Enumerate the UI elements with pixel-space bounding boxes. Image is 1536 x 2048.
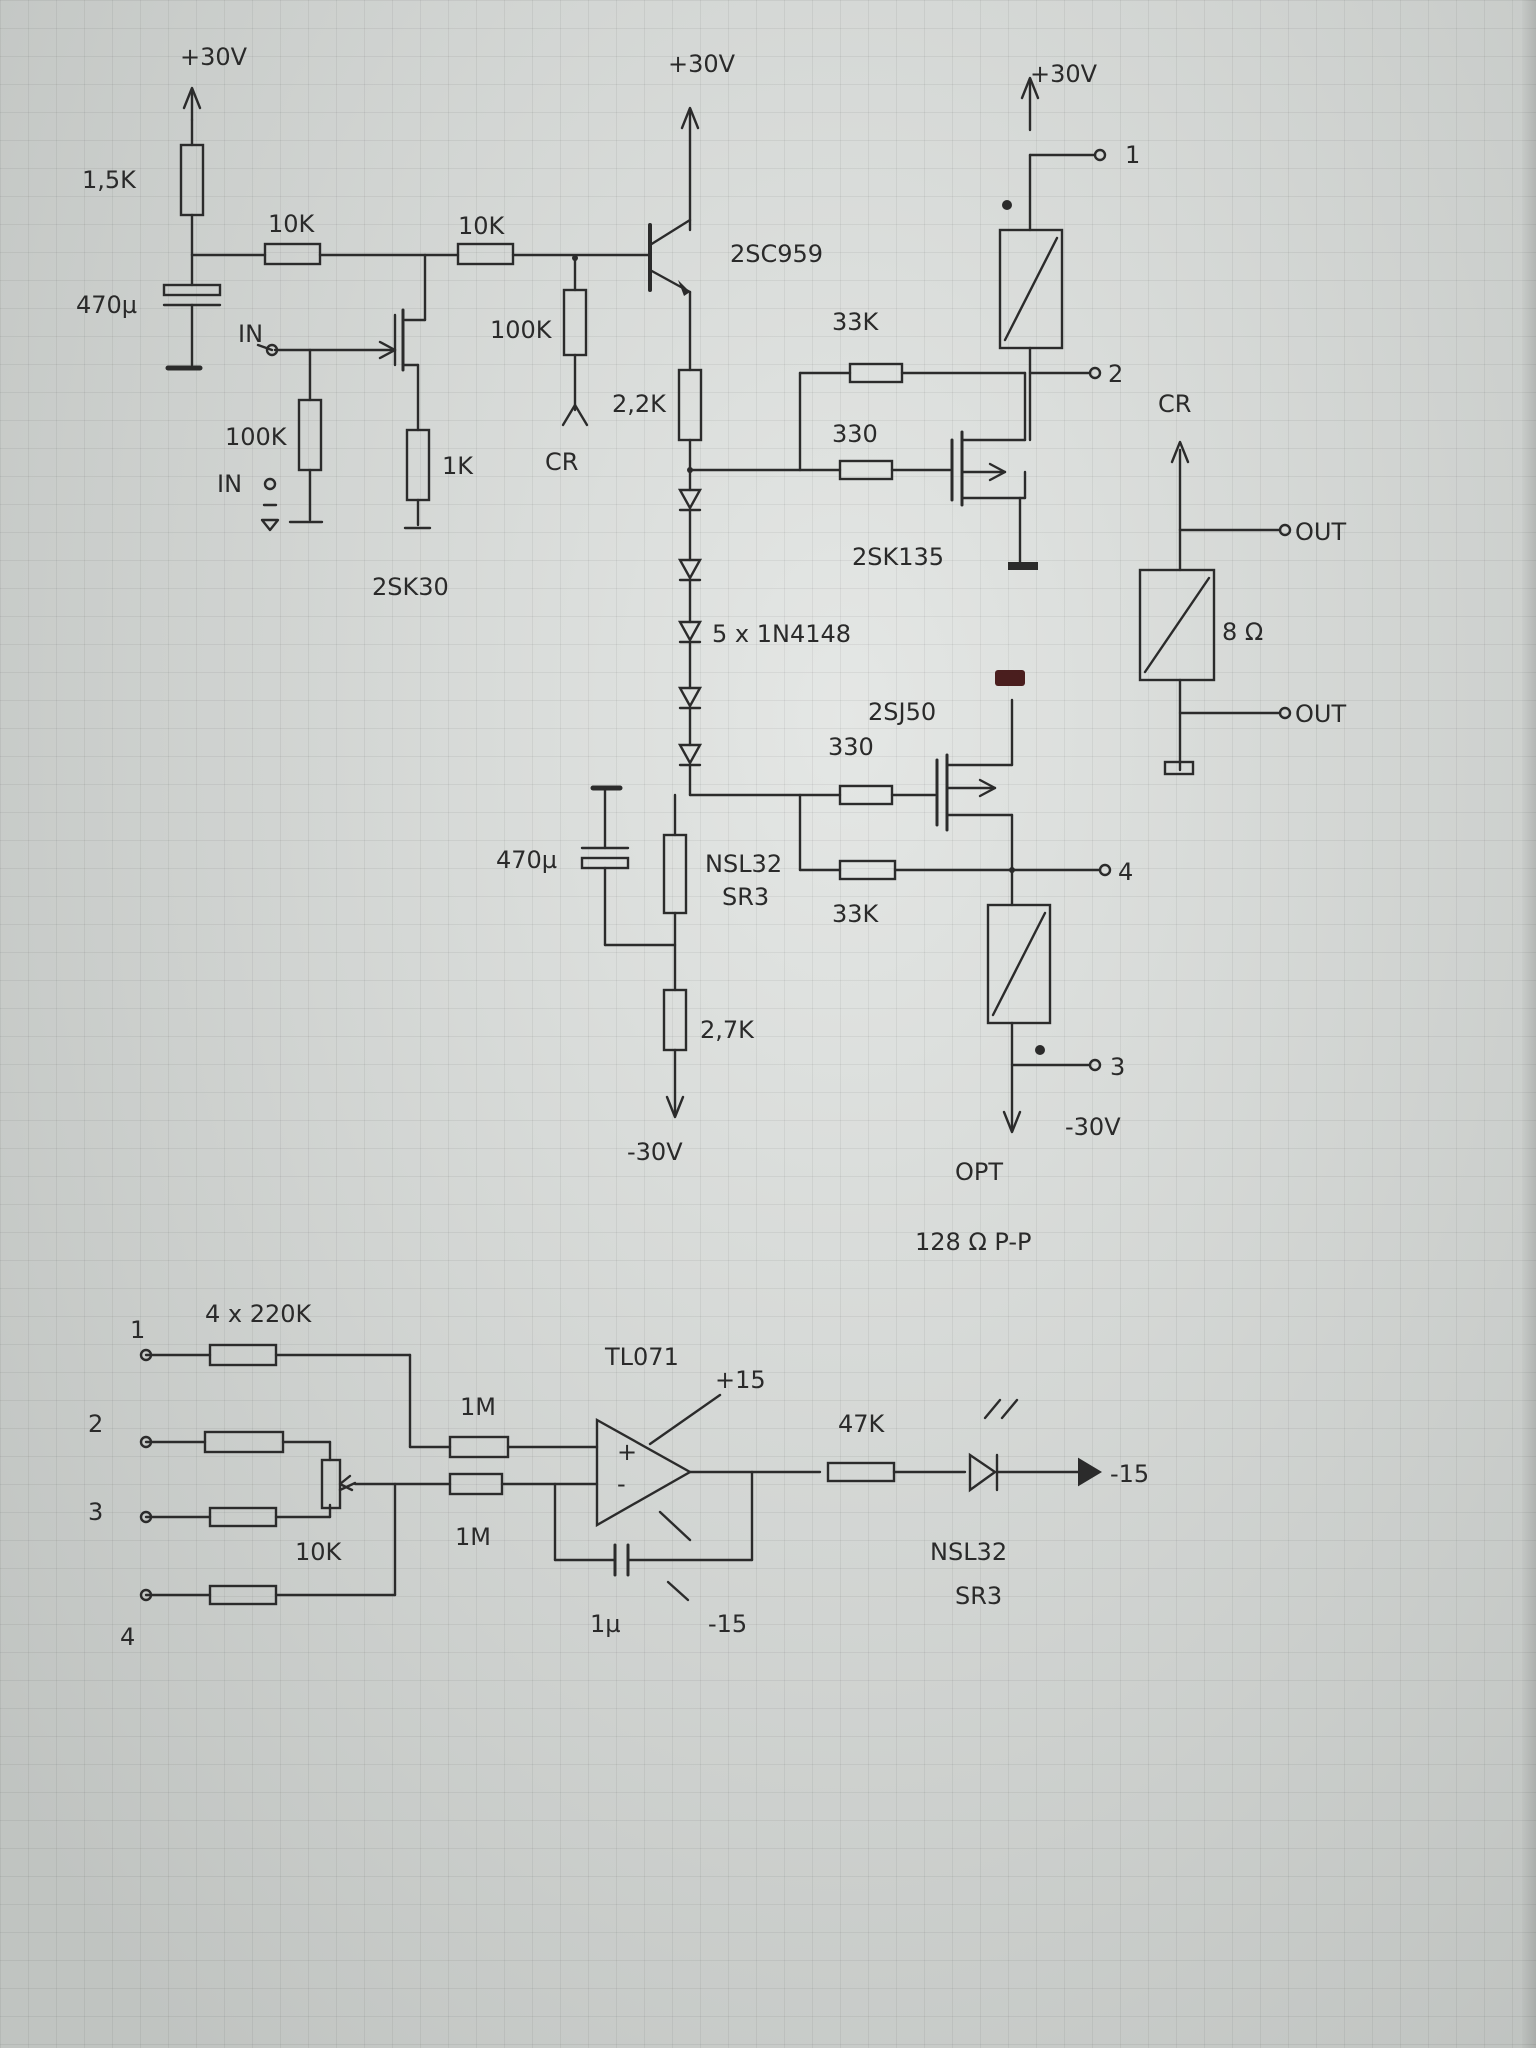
label-r-330-top: 330 bbox=[832, 420, 878, 448]
label-in: IN bbox=[238, 320, 263, 348]
label-r-2k2: 2,2K bbox=[612, 390, 667, 418]
resistor-10k-a bbox=[263, 242, 322, 266]
resistor-100k-cr bbox=[562, 288, 588, 357]
label-opt: OPT bbox=[955, 1158, 1003, 1186]
label-r-100k-in: 100K bbox=[225, 423, 288, 451]
label-vplus-1: +30V bbox=[180, 43, 248, 71]
label-c-470u-bot: 470µ bbox=[496, 846, 557, 874]
label-opamp-plus: + bbox=[617, 1438, 637, 1466]
label-r-1k: 1K bbox=[442, 452, 474, 480]
resistor-330-bot bbox=[838, 784, 894, 806]
label-pot-10k: 10K bbox=[295, 1538, 343, 1566]
label-opamp-minus: - bbox=[617, 1470, 626, 1498]
resistor-10k-b bbox=[456, 242, 515, 266]
opamp-stage bbox=[139, 1343, 1102, 1606]
resistor-1m-a bbox=[448, 1435, 510, 1459]
label-r-33k-top: 33K bbox=[832, 308, 880, 336]
resistor-47k bbox=[826, 1461, 896, 1483]
capacitor-470u-bot bbox=[580, 856, 630, 870]
resistor-1k bbox=[405, 428, 431, 502]
resistor-330-top bbox=[838, 459, 894, 481]
potentiometer-10k bbox=[320, 1458, 342, 1510]
label-load: 8 Ω bbox=[1222, 618, 1263, 646]
resistor-1k5 bbox=[179, 143, 205, 217]
label-vcc-p15: +15 bbox=[715, 1366, 766, 1394]
label-diodes: 5 x 1N4148 bbox=[712, 620, 851, 648]
label-in-1: 1 bbox=[130, 1316, 145, 1344]
label-mosfet-top: 2SK135 bbox=[852, 543, 944, 571]
label-r-100k-cr: 100K bbox=[490, 316, 553, 344]
label-opt-spec: 128 Ω P-P bbox=[915, 1228, 1031, 1256]
label-r-4x220k: 4 x 220K bbox=[205, 1300, 313, 1328]
resistor-2k7 bbox=[662, 988, 688, 1052]
label-out-m15: -15 bbox=[1110, 1460, 1149, 1488]
resistor-33k-bot bbox=[838, 859, 897, 881]
label-vcc-m15: -15 bbox=[708, 1610, 747, 1638]
resistor-220k-3 bbox=[208, 1506, 278, 1528]
label-in-4: 4 bbox=[120, 1623, 135, 1651]
driver-stage bbox=[580, 106, 1112, 1119]
label-c-1u: 1µ bbox=[590, 1610, 621, 1638]
label-node-3: 3 bbox=[1110, 1053, 1125, 1081]
led-nsl32 bbox=[968, 1452, 998, 1493]
resistor-100k-in bbox=[297, 398, 323, 472]
ldr-nsl32 bbox=[662, 833, 688, 915]
resistor-220k-4 bbox=[208, 1584, 278, 1606]
label-r-10k-b: 10K bbox=[458, 212, 506, 240]
label-node-4: 4 bbox=[1118, 858, 1133, 886]
label-nsl-1: NSL32 bbox=[705, 850, 782, 878]
label-r-1m-b: 1M bbox=[455, 1523, 491, 1551]
label-node-2: 2 bbox=[1108, 360, 1123, 388]
label-r-2k7: 2,7K bbox=[700, 1016, 755, 1044]
label-in-3: 3 bbox=[88, 1498, 103, 1526]
label-in-ground: IN bbox=[217, 470, 242, 498]
label-r-10k-a: 10K bbox=[268, 210, 316, 238]
capacitor-470u-top bbox=[162, 283, 222, 297]
label-mosfet-bot: 2SJ50 bbox=[868, 698, 936, 726]
opamp-tl071 bbox=[595, 1417, 693, 1528]
load-8-ohm bbox=[1138, 568, 1216, 682]
label-r-1m-a: 1M bbox=[460, 1393, 496, 1421]
label-bjt: 2SC959 bbox=[730, 240, 823, 268]
label-jfet: 2SK30 bbox=[372, 573, 449, 601]
resistor-220k-1 bbox=[208, 1343, 278, 1367]
label-sr3-2: SR3 bbox=[955, 1582, 1002, 1610]
label-vplus-2: +30V bbox=[668, 50, 736, 78]
input-stage bbox=[162, 86, 652, 532]
output-transformer bbox=[986, 76, 1292, 1134]
label-r-47k: 47K bbox=[838, 1410, 886, 1438]
label-r-330-bot: 330 bbox=[828, 733, 874, 761]
diode-string bbox=[677, 468, 703, 797]
label-opamp: TL071 bbox=[604, 1343, 679, 1371]
label-node-1: 1 bbox=[1125, 141, 1140, 169]
label-sr3-1: SR3 bbox=[722, 883, 769, 911]
label-r-33k-bot: 33K bbox=[832, 900, 880, 928]
label-vplus-3: +30V bbox=[1030, 60, 1098, 88]
resistor-220k-2 bbox=[203, 1430, 285, 1454]
label-cr-2: CR bbox=[1158, 390, 1191, 418]
label-vminus: -30V bbox=[627, 1138, 683, 1166]
label-out-2: OUT bbox=[1295, 700, 1346, 728]
label-r-1k5: 1,5K bbox=[82, 166, 137, 194]
resistor-2k2 bbox=[677, 368, 703, 442]
resistor-1m-b bbox=[448, 1472, 504, 1496]
label-cr-1: CR bbox=[545, 448, 578, 476]
primary-winding-bot bbox=[986, 903, 1052, 1025]
labels: +30V +30V +30V 1,5K 470µ 10K 10K IN 100K… bbox=[76, 43, 1346, 1651]
label-c-470u-top: 470µ bbox=[76, 291, 137, 319]
label-out-1: OUT bbox=[1295, 518, 1346, 546]
resistor-33k-top bbox=[848, 362, 904, 384]
label-vminus-out: -30V bbox=[1065, 1113, 1121, 1141]
label-nsl-2: NSL32 bbox=[930, 1538, 1007, 1566]
label-in-2: 2 bbox=[88, 1410, 103, 1438]
